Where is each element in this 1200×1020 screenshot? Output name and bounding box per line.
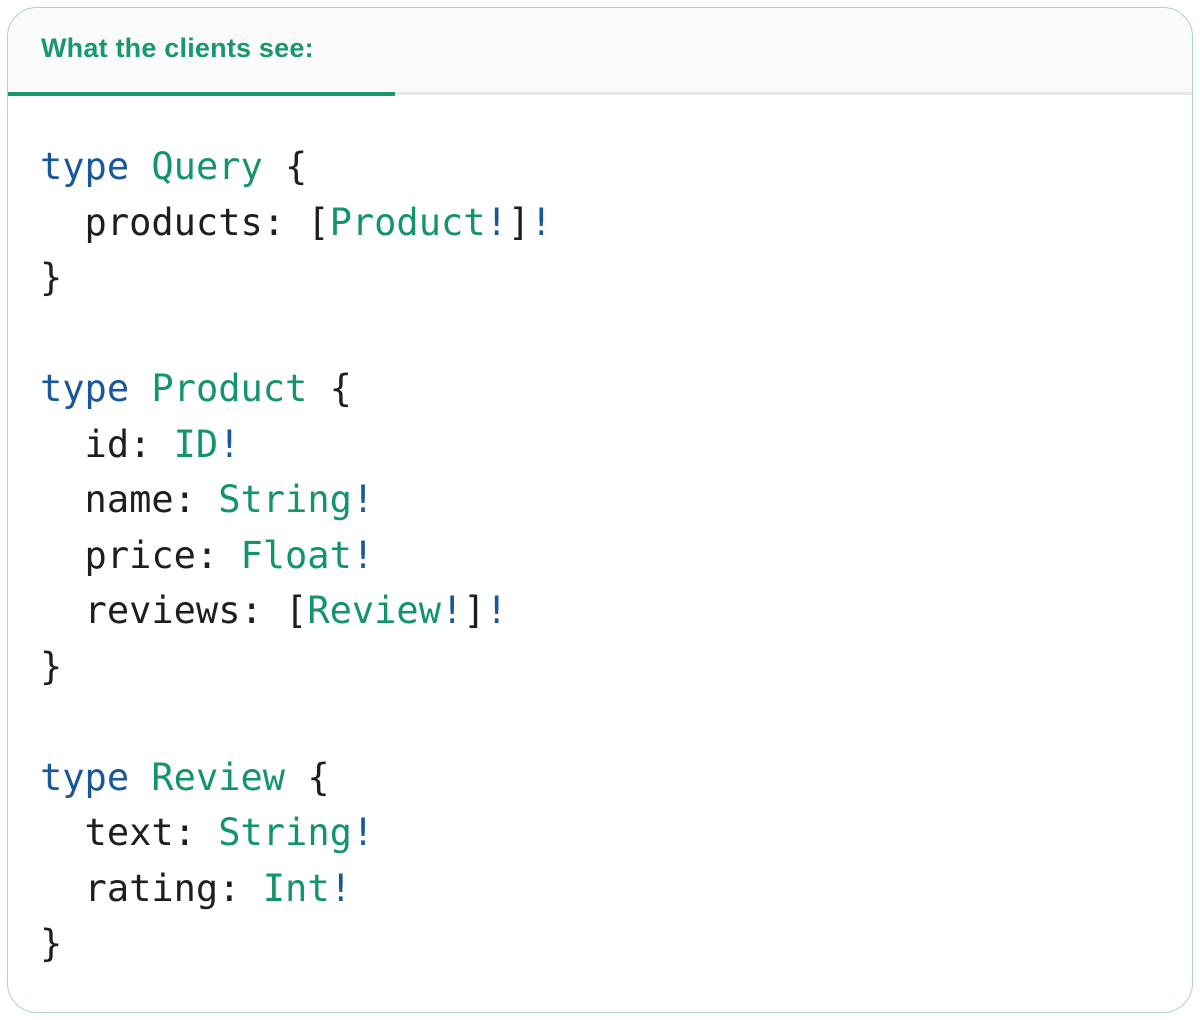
code-line: text: String! — [40, 811, 375, 854]
code-line: } — [40, 644, 63, 688]
code-line: rating: Int! — [40, 866, 352, 910]
tab-what-clients-see[interactable]: What the clients see: — [8, 8, 395, 95]
tab-label: What the clients see: — [41, 33, 314, 63]
code-line: reviews: [Review!]! — [40, 589, 508, 632]
header-divider — [8, 92, 1192, 96]
code-line: price: Float! — [40, 533, 375, 577]
active-tab-underline — [8, 92, 395, 96]
code-line: id: ID! — [40, 422, 241, 466]
code-line — [40, 694, 1172, 750]
code-line: type Query { — [40, 145, 308, 188]
code-line: name: String! — [40, 478, 375, 521]
code-line: products: [Product!]! — [40, 200, 553, 244]
code-line: } — [40, 256, 63, 299]
card-header: What the clients see: — [8, 8, 1192, 96]
code-line: type Product { — [40, 367, 352, 410]
code-block: type Query { products: [Product!]!} type… — [8, 95, 1192, 972]
code-line — [40, 306, 1172, 362]
code-line: type Review { — [40, 755, 330, 799]
schema-card: What the clients see: type Query { produ… — [7, 7, 1193, 1013]
code-line: } — [40, 922, 63, 965]
